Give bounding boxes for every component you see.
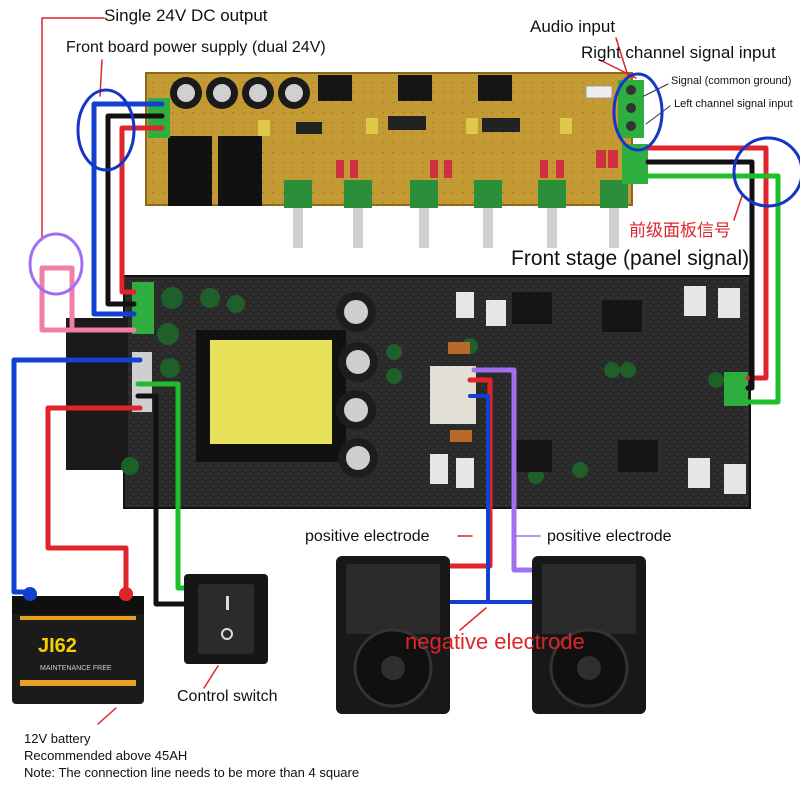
jack-left — [168, 136, 212, 206]
jack-right — [218, 136, 262, 206]
audio-input-circle — [612, 72, 664, 152]
positive-electrode-right-label: positive electrode — [547, 528, 672, 545]
front-potentiometers — [284, 180, 628, 248]
front-panel-signal-cn-label: 前级面板信号 — [629, 221, 731, 240]
single-output-circle — [28, 232, 84, 296]
front-board-power-label: Front board power supply (dual 24V) — [66, 39, 326, 56]
rocker-switch — [184, 574, 268, 664]
battery-voltage-label: 12V battery — [24, 731, 91, 746]
highlight-circles — [76, 72, 800, 208]
power-out-terminal — [132, 282, 154, 334]
front-panel-board — [145, 72, 648, 248]
transformer — [196, 330, 346, 462]
amp-signal-terminal — [724, 372, 748, 406]
speaker-left — [336, 556, 450, 714]
left-channel-input-label: Left channel signal input — [674, 98, 793, 110]
battery-sub: MAINTENANCE FREE — [40, 665, 112, 672]
right-channel-input-label: Right channel signal input — [581, 43, 776, 62]
positive-electrode-left-label: positive electrode — [305, 528, 430, 545]
speaker-right — [532, 556, 646, 714]
battery-recommend-label: Recommended above 45AH — [24, 748, 188, 763]
single-24v-output-label: Single 24V DC output — [104, 6, 268, 25]
connection-note-label: Note: The connection line needs to be mo… — [24, 765, 360, 780]
audio-input-label: Audio input — [530, 17, 616, 36]
front-capacitors — [170, 77, 310, 109]
control-switch-label: Control switch — [177, 688, 278, 705]
cooling-fan — [66, 318, 128, 470]
battery-brand: JI62 — [38, 635, 77, 657]
negative-electrode-label: negative electrode — [405, 629, 585, 654]
amplifier-board — [66, 275, 751, 509]
battery: JI62 MAINTENANCE FREE — [12, 587, 144, 704]
front-power-circle — [76, 88, 136, 172]
signal-common-ground-label: Signal (common ground) — [671, 75, 792, 87]
front-stage-label: Front stage (panel signal) — [511, 247, 750, 270]
panel-signal-circle — [732, 136, 800, 208]
